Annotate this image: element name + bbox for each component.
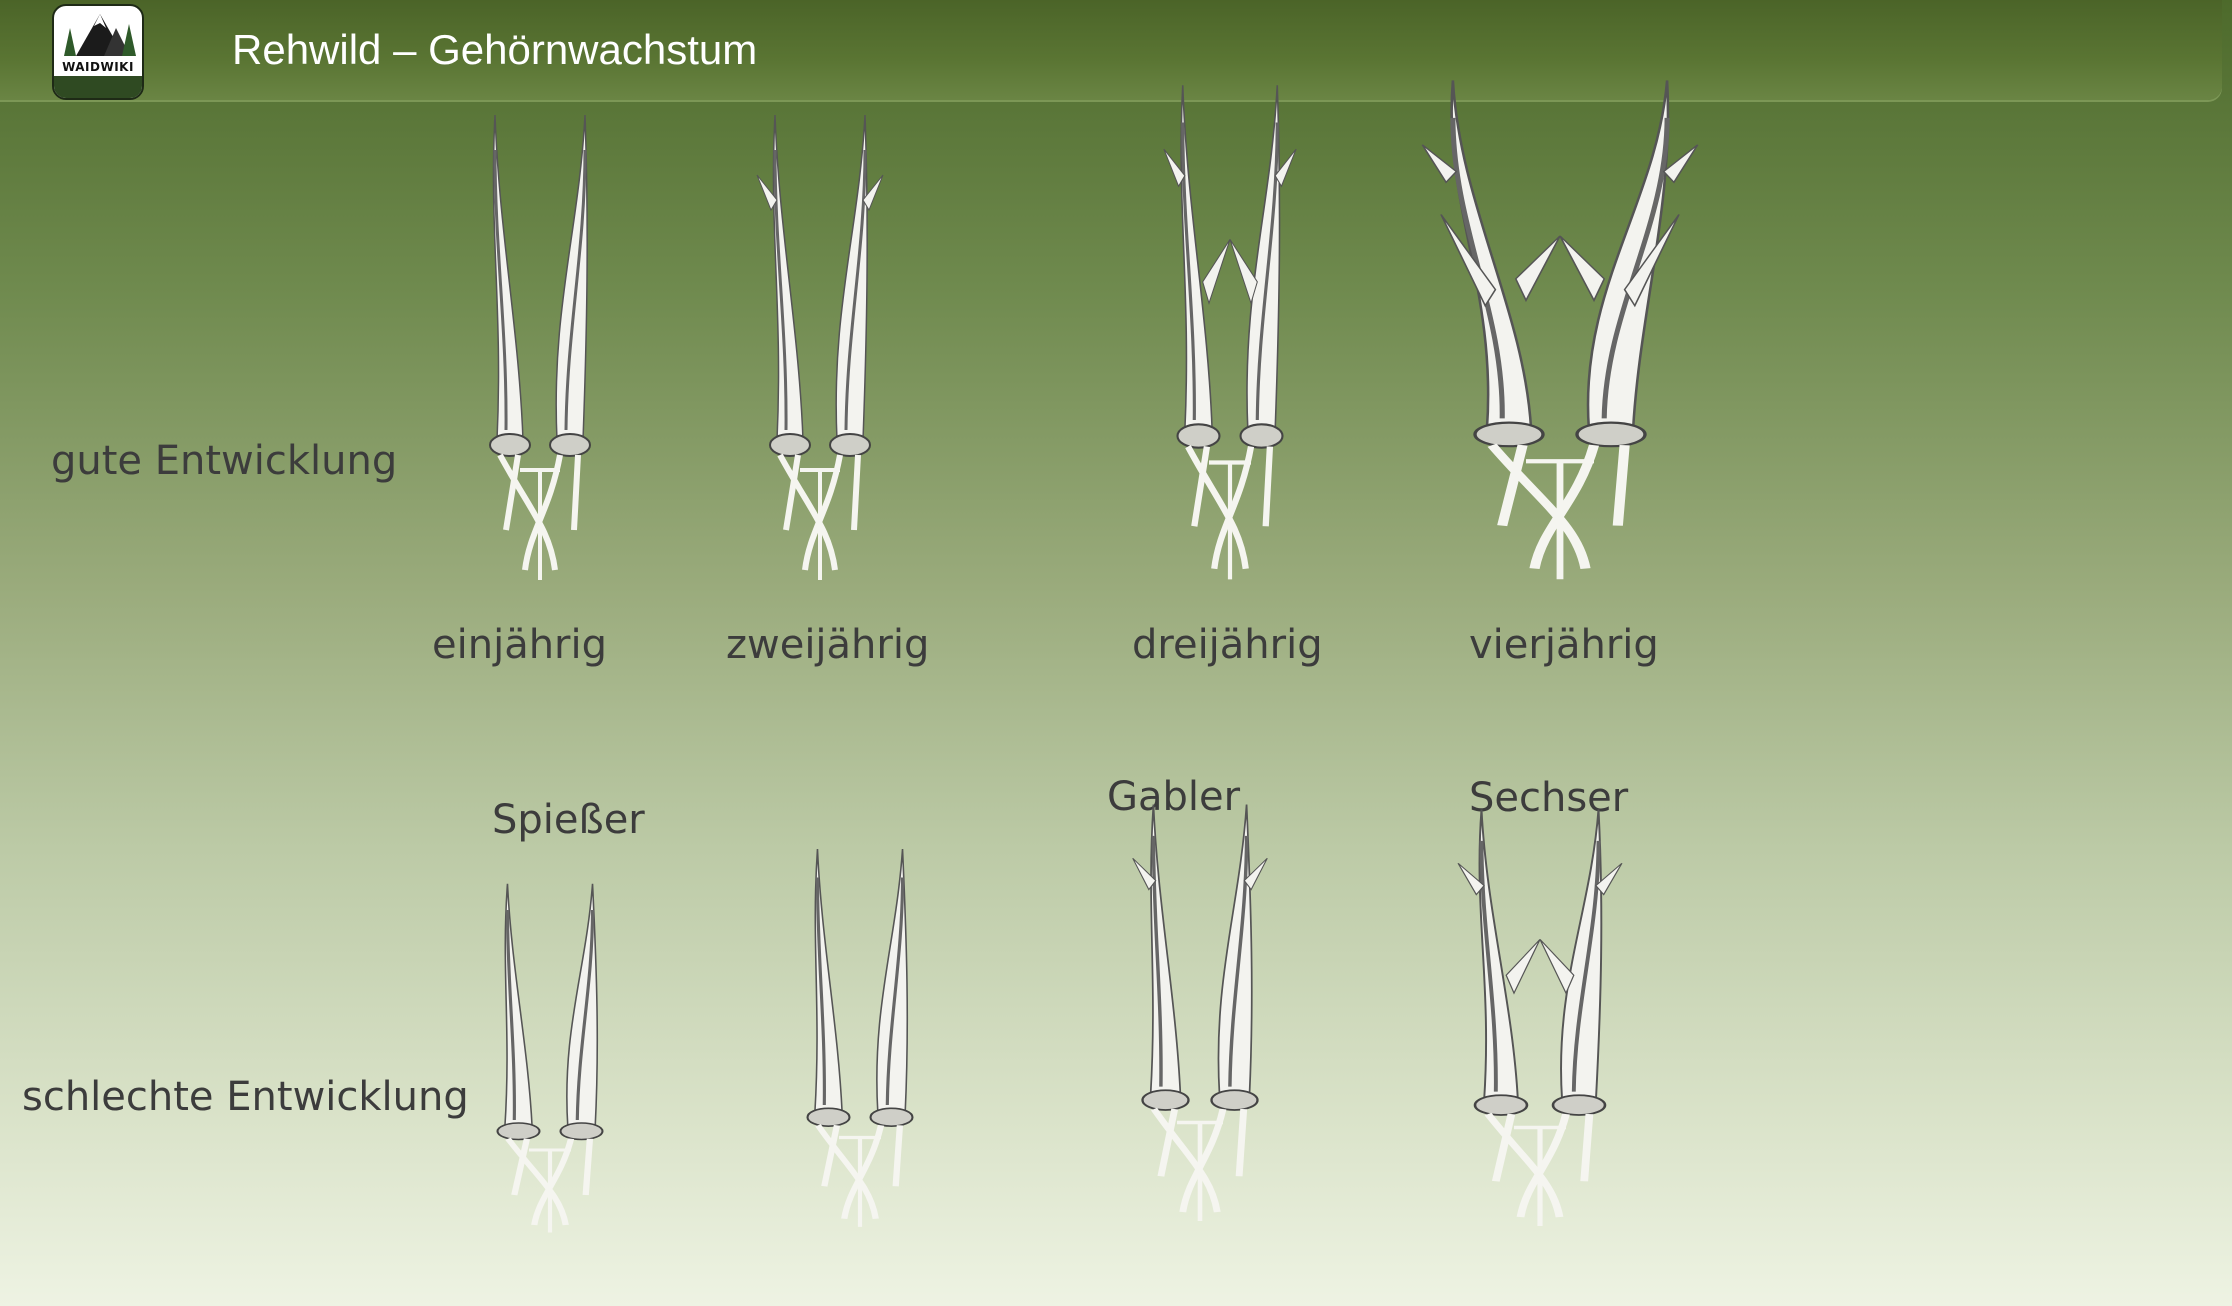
antler-illustration	[1132, 804, 1268, 1222]
antler-illustration	[756, 114, 884, 580]
header-bar: WAIDWIKI Rehwild – Gehörnwachstum	[0, 0, 2222, 100]
page-title: Rehwild – Gehörnwachstum	[232, 26, 758, 73]
antler-illustration	[1163, 85, 1297, 580]
antler-illustration	[1457, 809, 1623, 1227]
antler-illustration	[489, 114, 591, 580]
row-label-good: gute Entwicklung	[51, 438, 398, 484]
antler-illustration	[806, 849, 914, 1227]
type-label-spiesser: Spießer	[492, 797, 645, 843]
logo-footer	[54, 76, 142, 98]
waidwiki-logo[interactable]: WAIDWIKI	[52, 4, 144, 100]
logo-text: WAIDWIKI	[62, 60, 134, 74]
row-label-poor: schlechte Entwicklung	[22, 1074, 469, 1120]
antler-illustration	[1421, 80, 1699, 580]
age-label-3: dreijährig	[1132, 622, 1323, 668]
mountain-trees-icon	[64, 14, 136, 56]
antler-illustration	[496, 883, 604, 1233]
age-label-1: einjährig	[432, 622, 607, 668]
age-label-4: vierjährig	[1469, 622, 1659, 668]
age-label-2: zweijährig	[726, 622, 930, 668]
type-label-sechser: Sechser	[1469, 775, 1629, 821]
type-label-gabler: Gabler	[1107, 774, 1241, 820]
